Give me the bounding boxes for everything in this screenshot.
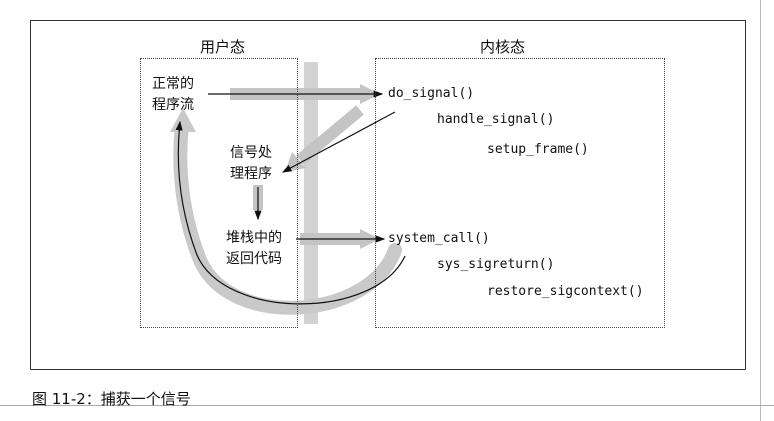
normal-flow-label: 正常的 程序流 — [152, 74, 194, 116]
fn-restore-sigcontext: restore_sigcontext() — [487, 284, 644, 299]
figure-border — [30, 20, 746, 370]
figure-caption: 图 11-2：捕获一个信号 — [32, 390, 191, 408]
outer-right-rule — [760, 0, 761, 421]
fn-system-call: system_call() — [388, 231, 490, 246]
stack-code-line1: 堆栈中的 — [226, 230, 282, 246]
stack-code-line2: 返回代码 — [226, 251, 282, 267]
arrow-do-signal-to-handler — [281, 111, 396, 173]
normal-flow-line2: 程序流 — [152, 97, 194, 113]
user-space-title: 用户态 — [200, 38, 246, 56]
kernel-space-zone — [375, 58, 665, 328]
user-space-zone — [140, 58, 298, 328]
arrow-return-to-normal-flow — [175, 120, 406, 305]
fn-handle-signal: handle_signal() — [437, 112, 555, 127]
gray-arrow-to-handler — [296, 105, 364, 165]
boundary-bar — [304, 62, 318, 324]
fn-sys-sigreturn: sys_sigreturn() — [437, 257, 555, 272]
bottom-rule — [0, 405, 774, 406]
fn-do-signal: do_signal() — [388, 86, 475, 101]
fn-setup-frame: setup_frame() — [487, 142, 589, 157]
normal-flow-line1: 正常的 — [152, 76, 194, 92]
handler-line2: 理程序 — [230, 166, 272, 182]
signal-handler-label: 信号处 理程序 — [230, 143, 272, 185]
handler-line1: 信号处 — [230, 145, 272, 161]
gray-return-loop — [173, 118, 402, 315]
kernel-space-title: 内核态 — [480, 38, 526, 56]
stack-return-code-label: 堆栈中的 返回代码 — [226, 228, 282, 270]
